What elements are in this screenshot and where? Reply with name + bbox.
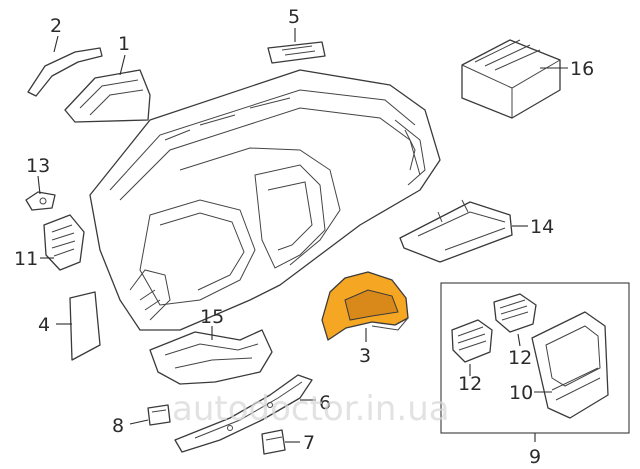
part-12-vent-right bbox=[493, 293, 537, 333]
callout-10: 10 bbox=[509, 382, 533, 404]
part-2-trim-strip bbox=[27, 47, 103, 97]
part-5-defrost-grille bbox=[267, 41, 326, 64]
callout-7: 7 bbox=[303, 432, 315, 454]
leader-1 bbox=[119, 54, 126, 76]
watermark-text: autodoctor.in.ua bbox=[172, 389, 450, 429]
part-11-side-vent bbox=[43, 214, 85, 271]
leader-13 bbox=[37, 175, 41, 195]
part-6-lower-bracket bbox=[174, 374, 313, 453]
callout-8: 8 bbox=[112, 415, 124, 437]
leader-12b bbox=[517, 333, 521, 347]
callout-6: 6 bbox=[319, 392, 331, 414]
part-3-cluster-hood bbox=[321, 271, 409, 341]
callout-13: 13 bbox=[26, 155, 50, 177]
callout-15: 15 bbox=[200, 306, 224, 328]
part-10-center-bezel bbox=[531, 311, 609, 419]
callout-11: 11 bbox=[14, 248, 38, 270]
callout-3: 3 bbox=[359, 345, 371, 367]
part-13-clip bbox=[25, 191, 56, 211]
inset-box-part-9 bbox=[440, 282, 630, 434]
part-15-lower-panel bbox=[149, 329, 273, 385]
callout-16: 16 bbox=[570, 58, 594, 80]
leader-8 bbox=[129, 419, 149, 425]
part-16-module bbox=[461, 39, 561, 119]
callout-2: 2 bbox=[50, 15, 62, 37]
callout-1: 1 bbox=[118, 33, 130, 55]
callout-12b: 12 bbox=[508, 347, 532, 369]
leader-2 bbox=[53, 35, 59, 53]
instrument-panel bbox=[89, 69, 441, 331]
part-12-vent-left bbox=[451, 319, 493, 363]
part-8-switch bbox=[147, 404, 171, 426]
callout-5: 5 bbox=[288, 6, 300, 28]
callout-9: 9 bbox=[529, 446, 541, 468]
callout-14: 14 bbox=[530, 216, 554, 238]
part-4-side-panel bbox=[69, 291, 101, 361]
part-1-upper-cover bbox=[64, 69, 151, 123]
callout-4: 4 bbox=[38, 314, 50, 336]
part-7-switch bbox=[261, 429, 286, 455]
callout-12a: 12 bbox=[458, 373, 482, 395]
part-14-bracket bbox=[399, 199, 513, 263]
